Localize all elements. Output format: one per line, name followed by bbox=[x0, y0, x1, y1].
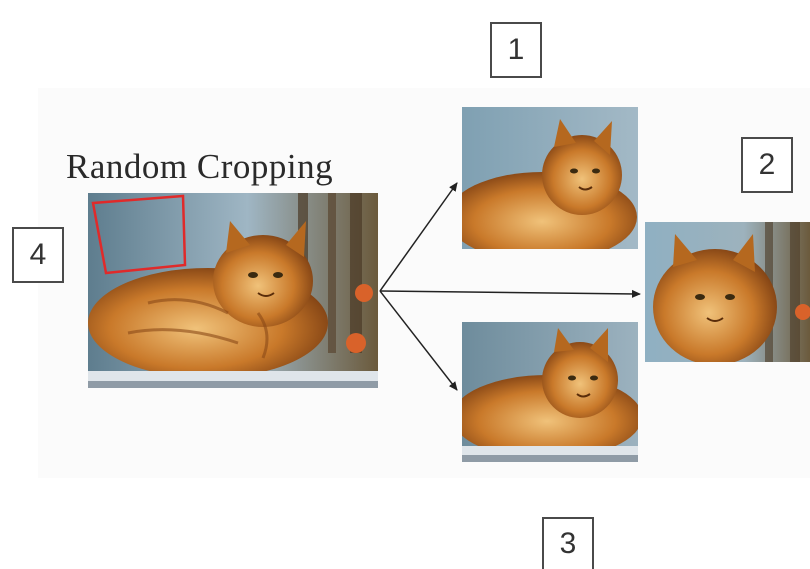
crop-region-box bbox=[91, 194, 187, 275]
crop-result-2 bbox=[645, 222, 810, 362]
label-box-3: 3 bbox=[542, 517, 594, 569]
original-cat-image bbox=[88, 193, 378, 388]
crop-result-1 bbox=[462, 107, 638, 249]
arrow-to-crop-3 bbox=[379, 290, 458, 391]
arrow-to-crop-1 bbox=[379, 182, 458, 292]
diagram-title: Random Cropping bbox=[66, 147, 334, 186]
label-box-4: 4 bbox=[12, 227, 64, 283]
crop-result-3 bbox=[462, 322, 638, 462]
arrow-to-crop-2 bbox=[379, 289, 641, 298]
label-box-2: 2 bbox=[741, 137, 793, 193]
label-box-1: 1 bbox=[490, 22, 542, 78]
